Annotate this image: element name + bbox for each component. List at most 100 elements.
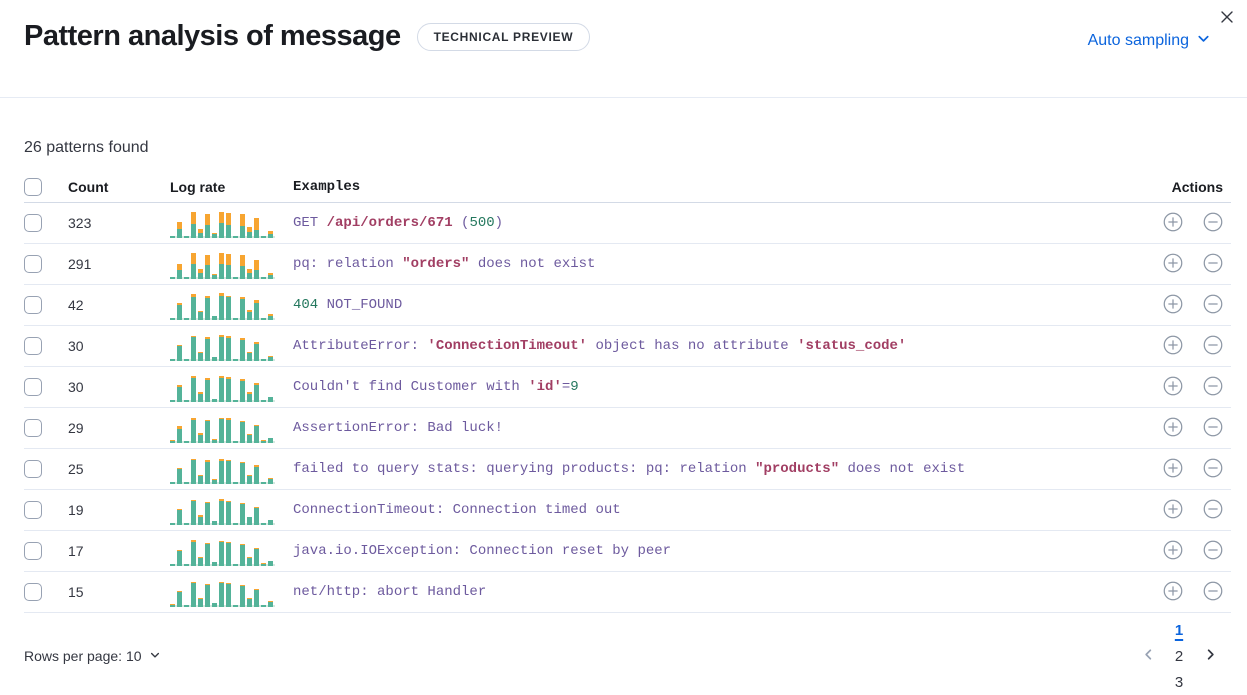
plus-circle-icon [1163,253,1183,276]
log-rate-sparkline [170,249,275,279]
plus-circle-icon [1163,581,1183,604]
sparkline-bar [177,345,182,361]
sparkline-bar [268,438,273,443]
pattern-example: java.io.IOException: Connection reset by… [293,543,672,559]
sparkline-bar [254,507,259,525]
filter-in-pattern-button[interactable] [1163,499,1183,522]
row-checkbox[interactable] [24,583,42,601]
sparkline-bar [219,212,224,238]
filter-in-pattern-button[interactable] [1163,212,1183,233]
sparkline-bar [254,260,259,279]
filter-in-pattern-button[interactable] [1163,417,1183,438]
select-all-checkbox[interactable] [24,178,42,196]
sparkline-bar [240,421,245,443]
minus-circle-icon [1203,499,1223,522]
row-checkbox[interactable] [24,460,42,478]
filter-out-pattern-button[interactable] [1203,499,1223,522]
row-checkbox[interactable] [24,296,42,314]
filter-in-pattern-button[interactable] [1163,458,1183,479]
sparkline-bar [191,336,196,361]
sparkline-bar [268,397,273,402]
minus-circle-icon [1203,540,1223,563]
filter-in-pattern-button[interactable] [1163,581,1183,604]
sampling-menu-button[interactable]: Auto sampling [1088,31,1211,51]
sparkline-bar [226,542,231,566]
sparkline-bar [184,523,189,525]
sparkline-bar [198,475,203,484]
row-checkbox[interactable] [24,214,42,232]
sparkline-bar [254,465,259,484]
sparkline-bar [170,604,175,607]
sparkline-bar [184,236,189,238]
sparkline-bar [254,548,259,566]
rows-per-page-button[interactable]: Rows per page: 10 [24,648,161,664]
filter-out-pattern-button[interactable] [1203,212,1223,233]
plus-circle-icon [1163,294,1183,317]
sparkline-bar [212,399,217,402]
page-button-1[interactable]: 1 [1167,617,1191,643]
page-title: Pattern analysis of message [24,20,401,52]
row-checkbox[interactable] [24,419,42,437]
chevron-left-icon [1141,647,1156,665]
pattern-example: AttributeError: 'ConnectionTimeout' obje… [293,338,907,354]
sparkline-bar [268,601,273,607]
filter-in-pattern-button[interactable] [1163,376,1183,397]
close-button[interactable] [1213,4,1241,32]
filter-out-pattern-button[interactable] [1203,458,1223,479]
sparkline-bar [212,562,217,566]
sparkline-bar [240,338,245,361]
row-checkbox[interactable] [24,337,42,355]
header-divider [0,97,1247,98]
filter-in-pattern-button[interactable] [1163,540,1183,561]
log-rate-sparkline [170,454,275,484]
previous-page-button[interactable] [1136,644,1160,668]
filter-out-pattern-button[interactable] [1203,253,1223,274]
filter-in-pattern-button[interactable] [1163,335,1183,358]
sparkline-bar [233,277,238,279]
filter-out-pattern-button[interactable] [1203,294,1223,315]
sparkline-bar [205,502,210,525]
next-page-button[interactable] [1198,644,1222,668]
filter-in-pattern-button[interactable] [1163,294,1183,317]
row-checkbox[interactable] [24,542,42,560]
page-button-2[interactable]: 2 [1167,643,1191,669]
sparkline-bar [191,540,196,566]
filter-out-pattern-button[interactable] [1203,417,1223,438]
sparkline-bar [240,503,245,525]
sparkline-bar [240,379,245,402]
patterns-found-summary: 26 patterns found [24,139,149,156]
filter-out-pattern-button[interactable] [1203,376,1223,397]
sparkline-bar [261,482,266,484]
filter-out-pattern-button[interactable] [1203,540,1223,563]
sparkline-bar [170,277,175,279]
filter-in-pattern-button[interactable] [1163,253,1183,276]
row-checkbox[interactable] [24,378,42,396]
sparkline-bar [219,541,224,566]
column-header-count: Count [68,179,109,195]
sparkline-bar [226,418,231,443]
sparkline-bar [198,433,203,443]
sparkline-bar [261,440,266,443]
pattern-example: GET /api/orders/671 (500) [293,215,504,231]
sparkline-bar [268,273,273,279]
row-checkbox[interactable] [24,501,42,519]
sparkline-bar [170,359,175,361]
pattern-count: 30 [68,338,84,354]
filter-out-pattern-button[interactable] [1203,581,1223,602]
sparkline-bar [212,521,217,525]
filter-out-pattern-button[interactable] [1203,335,1223,356]
sparkline-bar [177,509,182,525]
sparkline-bar [212,233,217,238]
plus-circle-icon [1163,335,1183,358]
plus-circle-icon [1163,499,1183,522]
sparkline-bar [247,475,252,484]
sparkline-bar [205,214,210,238]
page-button-3[interactable]: 3 [1167,669,1191,695]
row-checkbox[interactable] [24,255,42,273]
sparkline-bar [240,544,245,566]
sparkline-bar [198,557,203,566]
